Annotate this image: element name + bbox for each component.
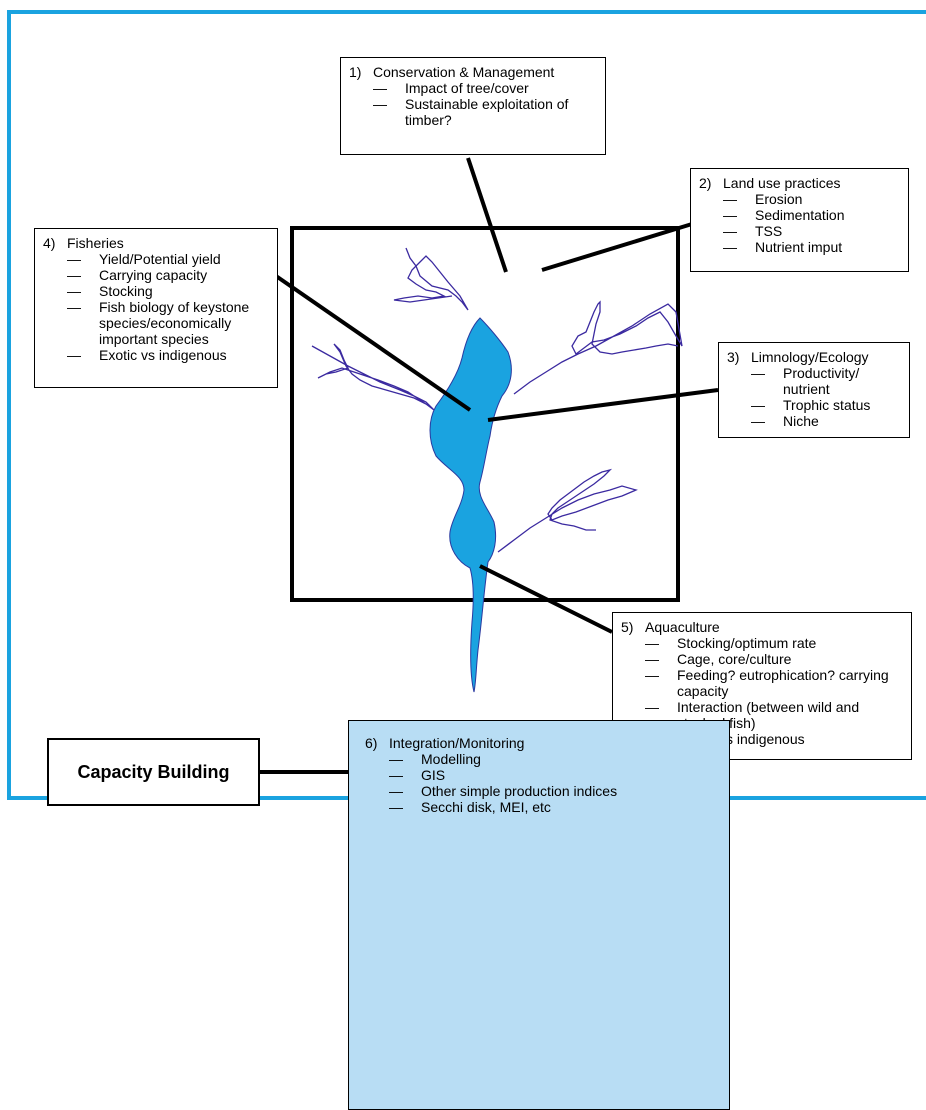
box-integration: 6) Integration/Monitoring Modelling GIS … (348, 720, 730, 1110)
list-item: Nutrient imput (723, 239, 900, 255)
list-item: Other simple production indices (389, 783, 713, 799)
list-item: Erosion (723, 191, 900, 207)
connector-fisheries (274, 274, 472, 412)
box-number: 4) (43, 235, 56, 251)
box-title: Land use practices (723, 175, 841, 191)
list-item: Stocking (67, 283, 269, 299)
tributary-se (497, 468, 638, 553)
box-title: Limnology/Ecology (751, 349, 869, 365)
list-item: Cage, core/culture (645, 651, 903, 667)
box-conservation: 1) Conservation & Management Impact of t… (340, 57, 606, 155)
list-item: Trophic status (751, 397, 901, 413)
list-item: Niche (751, 413, 901, 429)
list-item: TSS (723, 223, 900, 239)
box-title: Conservation & Management (373, 64, 555, 80)
list-item: Modelling (389, 751, 713, 767)
list-item: Secchi disk, MEI, etc (389, 799, 713, 815)
list-item: Feeding? eutrophication? carrying capaci… (645, 667, 903, 699)
box-title: Fisheries (67, 235, 124, 251)
tributary-lines (311, 247, 683, 553)
lake-boundary-square (290, 226, 680, 602)
list-item: Yield/Potential yield (67, 251, 269, 267)
list-item: Stocking/optimum rate (645, 635, 903, 651)
box-title: Integration/Monitoring (389, 735, 525, 751)
connector-aquaculture (479, 564, 613, 634)
box-landuse: 2) Land use practices Erosion Sedimentat… (690, 168, 909, 272)
box-title: Aquaculture (645, 619, 720, 635)
list-item: Exotic vs indigenous (67, 347, 269, 363)
capacity-building-label: Capacity Building (77, 761, 230, 782)
list-item: Carrying capacity (67, 267, 269, 283)
list-item: Fish biology of keystone species/economi… (67, 299, 269, 347)
connector-limnology (487, 388, 719, 422)
box-number: 3) (727, 349, 740, 365)
box-fisheries: 4) Fisheries Yield/Potential yield Carry… (34, 228, 278, 388)
list-item: Sustainable exploitation of timber? (373, 96, 597, 128)
lake-shape (429, 317, 512, 693)
list-item: Impact of tree/cover (373, 80, 597, 96)
list-item: Productivity/ nutrient (751, 365, 901, 397)
box-number: 1) (349, 64, 362, 80)
connector-landuse (541, 222, 693, 272)
connector-conservation (466, 157, 508, 273)
box-number: 5) (621, 619, 634, 635)
box-limnology: 3) Limnology/Ecology Productivity/ nutri… (718, 342, 910, 438)
list-item: GIS (389, 767, 713, 783)
list-item: Sedimentation (723, 207, 900, 223)
tributary-w (311, 343, 435, 411)
capacity-building-box: Capacity Building (47, 738, 260, 806)
tributary-nw (393, 247, 469, 311)
box-number: 6) (365, 735, 378, 751)
tributary-ne (513, 300, 683, 395)
box-number: 2) (699, 175, 712, 191)
